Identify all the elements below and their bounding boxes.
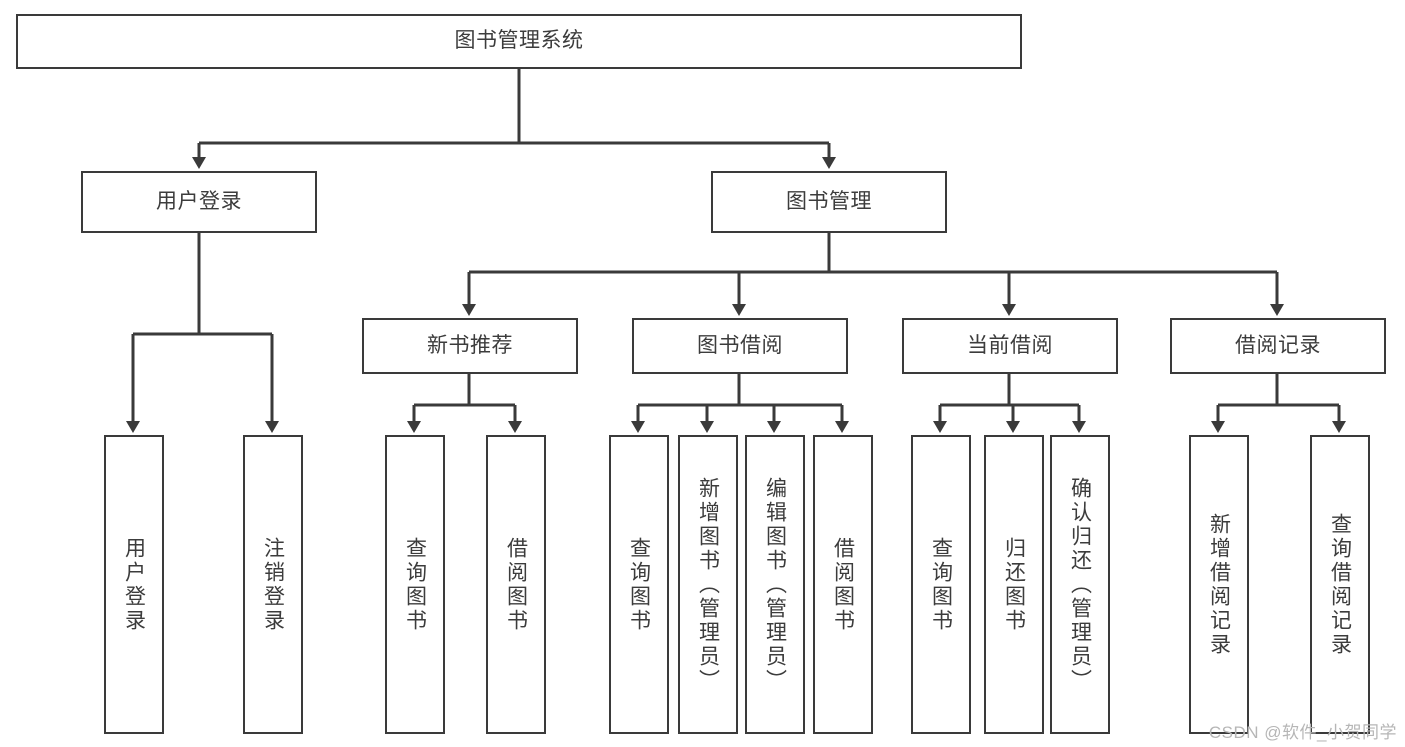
node-new-book-recommend[interactable]: 新书推荐 [362, 318, 578, 374]
leaf-node-label: 借阅图书 [504, 536, 528, 633]
node-borrow-records-label: 借阅记录 [1235, 333, 1321, 357]
node-user-login-label: 用户登录 [156, 189, 242, 213]
leaf-node[interactable]: 查询图书 [609, 435, 669, 734]
watermark-text: CSDN @软件_小贺同学 [1208, 723, 1397, 742]
leaf-node[interactable]: 借阅图书 [813, 435, 873, 734]
leaf-node[interactable]: 编辑图书（管理员） [745, 435, 805, 734]
leaf-node-label: 查询图书 [403, 536, 427, 633]
leaf-node[interactable]: 归还图书 [984, 435, 1044, 734]
leaf-node-label: 查询借阅记录 [1328, 512, 1352, 657]
connector-lines [126, 69, 1346, 433]
leaf-node[interactable]: 注销登录 [243, 435, 303, 734]
leaf-node-label: 编辑图书（管理员） [763, 476, 787, 693]
leaf-node[interactable]: 查询图书 [385, 435, 445, 734]
leaf-node-label: 注销登录 [261, 536, 285, 633]
node-book-management-label: 图书管理 [786, 189, 872, 213]
leaf-node-label: 查询图书 [627, 536, 651, 633]
leaf-node[interactable]: 确认归还（管理员） [1050, 435, 1110, 734]
leaf-node-label: 用户登录 [122, 536, 146, 633]
node-book-borrow[interactable]: 图书借阅 [632, 318, 848, 374]
leaf-node-label: 归还图书 [1002, 536, 1026, 633]
leaf-node-label: 新增图书（管理员） [696, 476, 720, 693]
node-current-borrow-label: 当前借阅 [967, 333, 1053, 357]
node-root-label: 图书管理系统 [454, 29, 584, 53]
leaf-node-label: 查询图书 [929, 536, 953, 633]
node-user-login[interactable]: 用户登录 [81, 171, 317, 233]
node-book-management[interactable]: 图书管理 [711, 171, 947, 233]
leaf-node[interactable]: 新增借阅记录 [1189, 435, 1249, 734]
leaf-node[interactable]: 用户登录 [104, 435, 164, 734]
leaf-node-label: 借阅图书 [831, 536, 855, 633]
leaf-node[interactable]: 查询借阅记录 [1310, 435, 1370, 734]
leaf-node[interactable]: 新增图书（管理员） [678, 435, 738, 734]
node-root[interactable]: 图书管理系统 [16, 14, 1022, 69]
node-book-borrow-label: 图书借阅 [697, 333, 783, 357]
node-new-book-recommend-label: 新书推荐 [427, 333, 513, 357]
node-borrow-records[interactable]: 借阅记录 [1170, 318, 1386, 374]
leaf-node[interactable]: 借阅图书 [486, 435, 546, 734]
leaf-node-label: 新增借阅记录 [1207, 512, 1231, 657]
leaf-node[interactable]: 查询图书 [911, 435, 971, 734]
node-current-borrow[interactable]: 当前借阅 [902, 318, 1118, 374]
leaf-node-label: 确认归还（管理员） [1068, 476, 1092, 693]
